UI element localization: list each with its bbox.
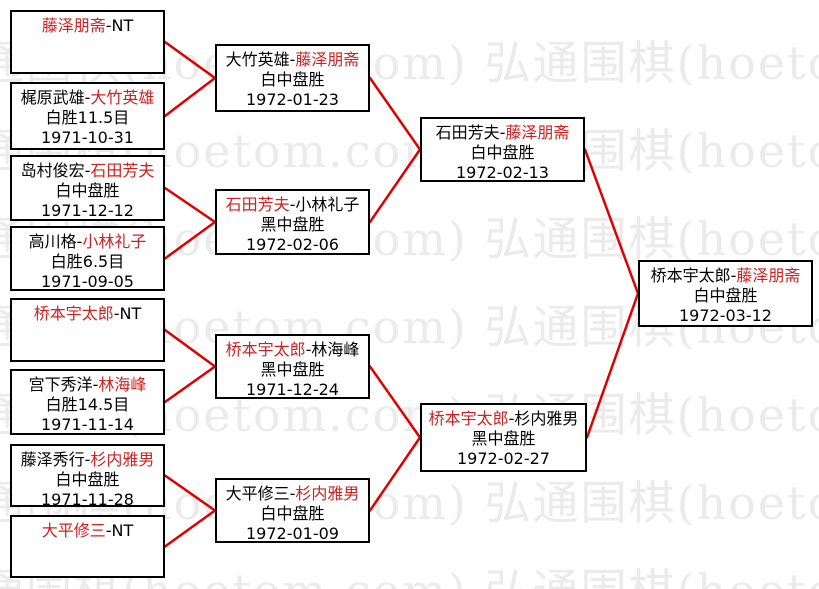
match-result: 白中盘胜 — [693, 286, 758, 305]
match-result: 白中盘胜 — [260, 504, 325, 523]
match-date: 1971-11-28 — [41, 490, 134, 509]
match-players: 藤泽秀行-杉内雅男 — [12, 450, 163, 470]
match-players: 藤泽朋斋-NT — [12, 16, 163, 36]
match-date: 1972-01-23 — [246, 90, 339, 109]
player-name: 桥本宇太郎 — [428, 409, 509, 428]
match-box: 梶原武雄-大竹英雄 白胜11.5目 1971-10-31 — [10, 82, 165, 150]
match-box: 桥本宇太郎-藤泽朋斋 白中盘胜 1972-03-12 — [638, 260, 813, 327]
match-box: 藤泽朋斋-NT — [10, 10, 165, 74]
player-name: 岛村俊宏- — [20, 161, 91, 180]
match-players: 石田芳夫-小林礼子 — [217, 195, 368, 215]
match-box: 石田芳夫-藤泽朋斋 白中盘胜 1972-02-13 — [420, 117, 585, 182]
player-name: 大竹英雄- — [225, 50, 296, 69]
player-name: 高川格- — [28, 232, 83, 251]
player-name: -NT — [105, 16, 134, 35]
match-box: 桥本宇太郎-杉内雅男 黑中盘胜 1972-02-27 — [420, 403, 587, 472]
match-box: 岛村俊宏-石田芳夫 白中盘胜 1971-12-12 — [10, 155, 165, 221]
player-name: 藤泽朋斋 — [295, 50, 360, 69]
match-date: 1972-02-27 — [457, 449, 550, 468]
player-name: -NT — [105, 521, 134, 540]
match-result: 黑中盘胜 — [260, 215, 325, 234]
match-box: 宫下秀洋-林海峰 白胜14.5目 1971-11-14 — [10, 369, 165, 435]
match-date: 1971-12-24 — [246, 380, 339, 399]
match-date: 1971-10-31 — [41, 128, 134, 147]
match-result: 白中盘胜 — [55, 181, 120, 200]
match-date: 1971-12-12 — [41, 201, 134, 220]
player-name: 石田芳夫- — [435, 123, 506, 142]
player-name: 大竹英雄 — [90, 88, 155, 107]
match-date: 1972-02-06 — [246, 235, 339, 254]
player-name: 杉内雅男 — [295, 484, 360, 503]
match-date: 1971-09-05 — [41, 272, 134, 291]
player-name: 藤泽朋斋 — [505, 123, 570, 142]
match-result: 黑中盘胜 — [471, 429, 536, 448]
match-players: 大平修三-NT — [12, 521, 163, 541]
match-players: 桥本宇太郎-NT — [12, 304, 163, 324]
player-name: 桥本宇太郎- — [650, 266, 737, 285]
player-name: 藤泽朋斋 — [41, 16, 106, 35]
player-name: -林海峰 — [305, 340, 360, 359]
player-name: 林海峰 — [98, 375, 147, 394]
match-result: 白胜14.5目 — [45, 395, 130, 414]
match-date: 1972-02-13 — [456, 163, 549, 182]
match-players: 大竹英雄-藤泽朋斋 — [217, 50, 368, 70]
match-players: 大平修三-杉内雅男 — [217, 484, 368, 504]
match-box: 大竹英雄-藤泽朋斋 白中盘胜 1972-01-23 — [215, 44, 370, 112]
player-name: 桥本宇太郎 — [33, 304, 114, 323]
match-players: 岛村俊宏-石田芳夫 — [12, 161, 163, 181]
match-players: 桥本宇太郎-林海峰 — [217, 340, 368, 360]
match-result: 黑中盘胜 — [260, 360, 325, 379]
match-players: 石田芳夫-藤泽朋斋 — [422, 123, 583, 143]
match-date: 1971-11-14 — [41, 415, 134, 434]
match-box: 高川格-小林礼子 白胜6.5目 1971-09-05 — [10, 226, 165, 291]
player-name: -杉内雅男 — [508, 409, 579, 428]
match-result: 白中盘胜 — [260, 70, 325, 89]
player-name: 小林礼子 — [82, 232, 147, 251]
player-name: 杉内雅男 — [90, 450, 155, 469]
match-players: 桥本宇太郎-杉内雅男 — [422, 409, 585, 429]
match-result: 白胜6.5目 — [50, 252, 125, 271]
player-name: 石田芳夫 — [225, 195, 290, 214]
player-name: 大平修三- — [225, 484, 296, 503]
match-date: 1972-03-12 — [679, 306, 772, 325]
match-box: 桥本宇太郎-林海峰 黑中盘胜 1971-12-24 — [215, 334, 370, 399]
player-name: 藤泽朋斋 — [736, 266, 801, 285]
match-box: 石田芳夫-小林礼子 黑中盘胜 1972-02-06 — [215, 189, 370, 255]
match-players: 桥本宇太郎-藤泽朋斋 — [640, 266, 811, 286]
match-players: 宫下秀洋-林海峰 — [12, 375, 163, 395]
player-name: 石田芳夫 — [90, 161, 155, 180]
match-players: 高川格-小林礼子 — [12, 232, 163, 252]
match-result: 白胜11.5目 — [45, 108, 130, 127]
match-box: 桥本宇太郎-NT — [10, 298, 165, 362]
match-result: 白中盘胜 — [55, 470, 120, 489]
player-name: 梶原武雄- — [20, 88, 91, 107]
player-name: 大平修三 — [41, 521, 106, 540]
match-box: 大平修三-NT — [10, 515, 165, 578]
player-name: 宫下秀洋- — [28, 375, 99, 394]
match-box: 大平修三-杉内雅男 白中盘胜 1972-01-09 — [215, 478, 370, 543]
match-result: 白中盘胜 — [470, 143, 535, 162]
player-name: -小林礼子 — [289, 195, 360, 214]
match-players: 梶原武雄-大竹英雄 — [12, 88, 163, 108]
match-box: 藤泽秀行-杉内雅男 白中盘胜 1971-11-28 — [10, 444, 165, 509]
player-name: -NT — [113, 304, 142, 323]
player-name: 藤泽秀行- — [20, 450, 91, 469]
match-date: 1972-01-09 — [246, 524, 339, 543]
player-name: 桥本宇太郎 — [225, 340, 306, 359]
